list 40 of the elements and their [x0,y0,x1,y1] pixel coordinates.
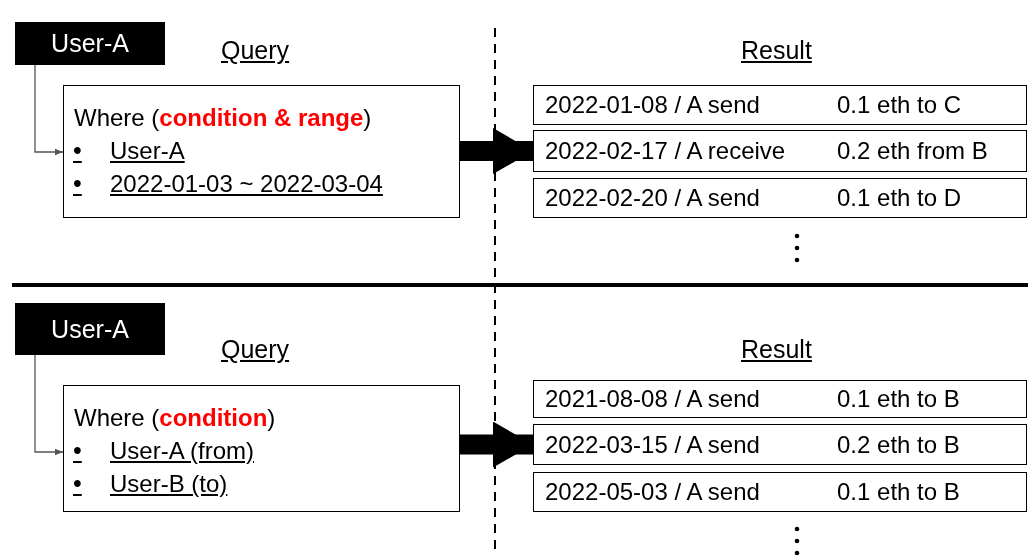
section-heading: Result [741,36,812,65]
bullet-mark: • [73,169,82,198]
block-arrow [460,421,533,468]
section-heading: Query [221,36,290,65]
transaction-date: 2022-05-03 / A send [545,478,761,506]
transaction-amount: 0.1 eth to B [837,385,960,413]
transaction-amount: 0.1 eth to D [837,184,962,212]
transaction-date: 2021-08-08 / A send [545,385,761,413]
bullet-mark: • [73,469,82,498]
section-heading: Query [221,335,290,364]
where-clause: Where (condition & range) [74,104,373,132]
result-row-box [533,130,1027,172]
where-clause: Where (condition) [74,404,277,432]
connector-arrow [34,354,64,456]
transaction-date: 2022-01-08 / A send [545,91,761,119]
transaction-date: 2022-02-20 / A send [545,184,761,212]
transaction-amount: 0.1 eth to C [837,91,962,119]
result-row-box [533,178,1027,218]
result-row-box [533,472,1027,512]
result-row-box [533,424,1027,465]
query-box [63,385,460,512]
section-heading: Result [741,335,812,364]
query-condition-item: User-A [110,137,185,164]
query-condition-item: 2022-01-03 ~ 2022-03-04 [110,170,383,197]
block-arrow [460,128,533,174]
bullet-mark: • [73,136,82,165]
query-condition-item: User-A (from) [110,437,254,464]
result-row-box [533,380,1027,418]
bullet-mark: • [73,436,82,465]
connector-arrow [34,64,64,156]
query-box [63,85,460,218]
result-row-box [533,85,1027,125]
user-label-box: User-A [15,303,165,355]
query-condition-item: User-B (to) [110,470,228,497]
transaction-amount: 0.2 eth to B [837,430,960,459]
transaction-amount: 0.1 eth to B [837,478,960,506]
user-label-box: User-A [15,22,165,65]
transaction-date: 2022-03-15 / A send [545,430,761,459]
transaction-date: 2022-02-17 / A receive [545,137,787,165]
transaction-amount: 0.2 eth from B [837,137,988,165]
